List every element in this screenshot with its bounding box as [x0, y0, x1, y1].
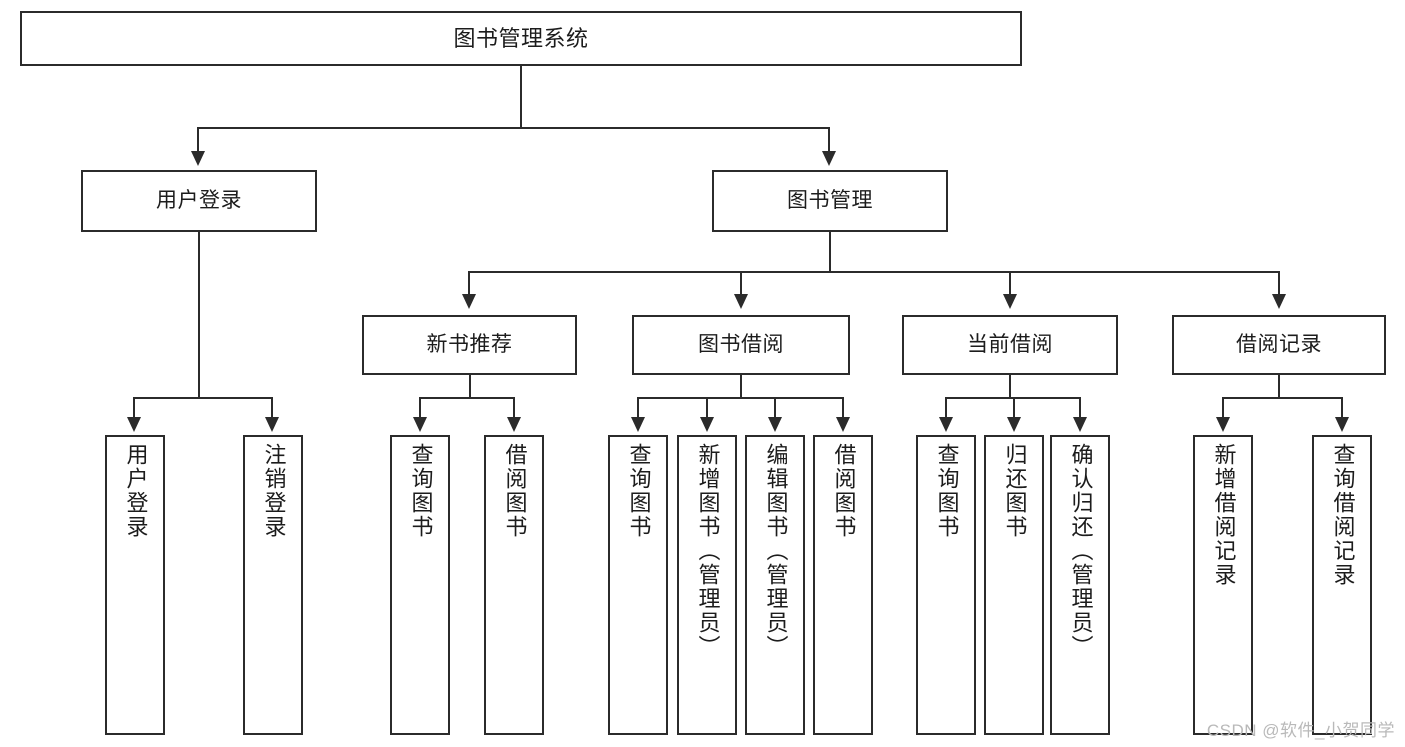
connector-user-login-bus [133, 397, 272, 399]
connector-level2-drop-2 [828, 127, 830, 152]
arrow-to-leaf-user-login [127, 417, 141, 432]
arrow-to-leaf-logout [265, 417, 279, 432]
node-label: 归还图书 [1002, 443, 1028, 539]
connector-borrow-record-drop-2 [1341, 397, 1343, 418]
connector-new-book-drop-2 [513, 397, 515, 418]
arrow-to-leaf-return-book [1007, 417, 1021, 432]
node-label: 用户登录 [156, 188, 242, 212]
connector-new-book-drop-1 [419, 397, 421, 418]
connector-new-book-stem [469, 375, 471, 398]
node-book-borrow[interactable]: 图书借阅 [632, 315, 850, 375]
node-label: 查询图书 [934, 443, 960, 539]
leaf-query-book-borrow[interactable]: 查询图书 [608, 435, 668, 735]
node-current-borrow[interactable]: 当前借阅 [902, 315, 1118, 375]
leaf-query-book-new[interactable]: 查询图书 [390, 435, 450, 735]
arrow-to-current-borrow [1003, 294, 1017, 309]
arrow-to-leaf-borrow-book-1 [507, 417, 521, 432]
arrow-to-new-book [462, 294, 476, 309]
arrow-to-leaf-add-record [1216, 417, 1230, 432]
node-label: 查询图书 [408, 443, 434, 539]
leaf-return-book[interactable]: 归还图书 [984, 435, 1044, 735]
connector-book-manage-stem [829, 232, 831, 272]
connector-root-stem [520, 66, 522, 128]
connector-user-login-stem [198, 232, 200, 398]
node-label: 新增图书（管理员） [695, 443, 721, 659]
arrow-to-leaf-query-book-1 [413, 417, 427, 432]
connector-current-borrow-stem [1009, 375, 1011, 398]
node-label: 新书推荐 [426, 332, 513, 356]
connector-level3-drop-4 [1278, 271, 1280, 295]
connector-book-borrow-bus [637, 397, 843, 399]
connector-current-borrow-bus [945, 397, 1080, 399]
node-label: 图书借阅 [698, 332, 784, 356]
node-label: 查询图书 [626, 443, 652, 539]
arrow-to-leaf-borrow-book-2 [836, 417, 850, 432]
connector-book-borrow-drop-4 [842, 397, 844, 418]
node-label: 注销登录 [261, 443, 287, 539]
arrow-to-book-manage [822, 151, 836, 166]
connector-borrow-record-stem [1278, 375, 1280, 398]
connector-current-borrow-drop-3 [1079, 397, 1081, 418]
leaf-add-book-admin[interactable]: 新增图书（管理员） [677, 435, 737, 735]
node-new-book-recommend[interactable]: 新书推荐 [362, 315, 577, 375]
arrow-to-leaf-edit-book [768, 417, 782, 432]
node-label: 编辑图书（管理员） [763, 443, 789, 659]
connector-user-login-drop-1 [133, 397, 135, 418]
node-label: 当前借阅 [967, 332, 1053, 356]
connector-book-borrow-drop-3 [774, 397, 776, 418]
connector-level3-drop-1 [468, 271, 470, 295]
connector-borrow-record-drop-1 [1222, 397, 1224, 418]
arrow-to-borrow-book [734, 294, 748, 309]
leaf-edit-book-admin[interactable]: 编辑图书（管理员） [745, 435, 805, 735]
arrow-to-leaf-query-book-2 [631, 417, 645, 432]
connector-book-borrow-drop-1 [637, 397, 639, 418]
arrow-to-leaf-query-record [1335, 417, 1349, 432]
node-book-manage[interactable]: 图书管理 [712, 170, 948, 232]
leaf-borrow-book-borrow[interactable]: 借阅图书 [813, 435, 873, 735]
connector-book-borrow-drop-2 [706, 397, 708, 418]
connector-level2-bus [197, 127, 829, 129]
node-label: 新增借阅记录 [1211, 443, 1237, 587]
arrow-to-leaf-query-book-3 [939, 417, 953, 432]
leaf-query-book-current[interactable]: 查询图书 [916, 435, 976, 735]
node-root-system[interactable]: 图书管理系统 [20, 11, 1022, 66]
connector-level3-bus [468, 271, 1279, 273]
node-label: 借阅图书 [502, 443, 528, 539]
connector-level3-drop-3 [1009, 271, 1011, 295]
node-label: 借阅图书 [831, 443, 857, 539]
node-label: 用户登录 [123, 443, 149, 539]
node-label: 确认归还（管理员） [1068, 443, 1094, 659]
leaf-confirm-return-admin[interactable]: 确认归还（管理员） [1050, 435, 1110, 735]
connector-user-login-drop-2 [271, 397, 273, 418]
connector-level3-drop-2 [740, 271, 742, 295]
leaf-user-login[interactable]: 用户登录 [105, 435, 165, 735]
leaf-borrow-book-new[interactable]: 借阅图书 [484, 435, 544, 735]
node-label: 查询借阅记录 [1330, 443, 1356, 587]
connector-current-borrow-drop-2 [1013, 397, 1015, 418]
leaf-add-borrow-record[interactable]: 新增借阅记录 [1193, 435, 1253, 735]
arrow-to-borrow-record [1272, 294, 1286, 309]
connector-new-book-bus [419, 397, 514, 399]
arrow-to-leaf-add-book [700, 417, 714, 432]
node-borrow-record[interactable]: 借阅记录 [1172, 315, 1386, 375]
node-label: 借阅记录 [1236, 332, 1322, 356]
node-user-login[interactable]: 用户登录 [81, 170, 317, 232]
arrow-to-leaf-confirm-return [1073, 417, 1087, 432]
connector-book-borrow-stem [740, 375, 742, 398]
connector-current-borrow-drop-1 [945, 397, 947, 418]
arrow-to-user-login [191, 151, 205, 166]
connector-level2-drop-1 [197, 127, 199, 152]
node-label: 图书管理 [787, 188, 873, 212]
connector-borrow-record-bus [1222, 397, 1342, 399]
node-label: 图书管理系统 [453, 25, 589, 51]
leaf-logout[interactable]: 注销登录 [243, 435, 303, 735]
leaf-query-borrow-record[interactable]: 查询借阅记录 [1312, 435, 1372, 735]
